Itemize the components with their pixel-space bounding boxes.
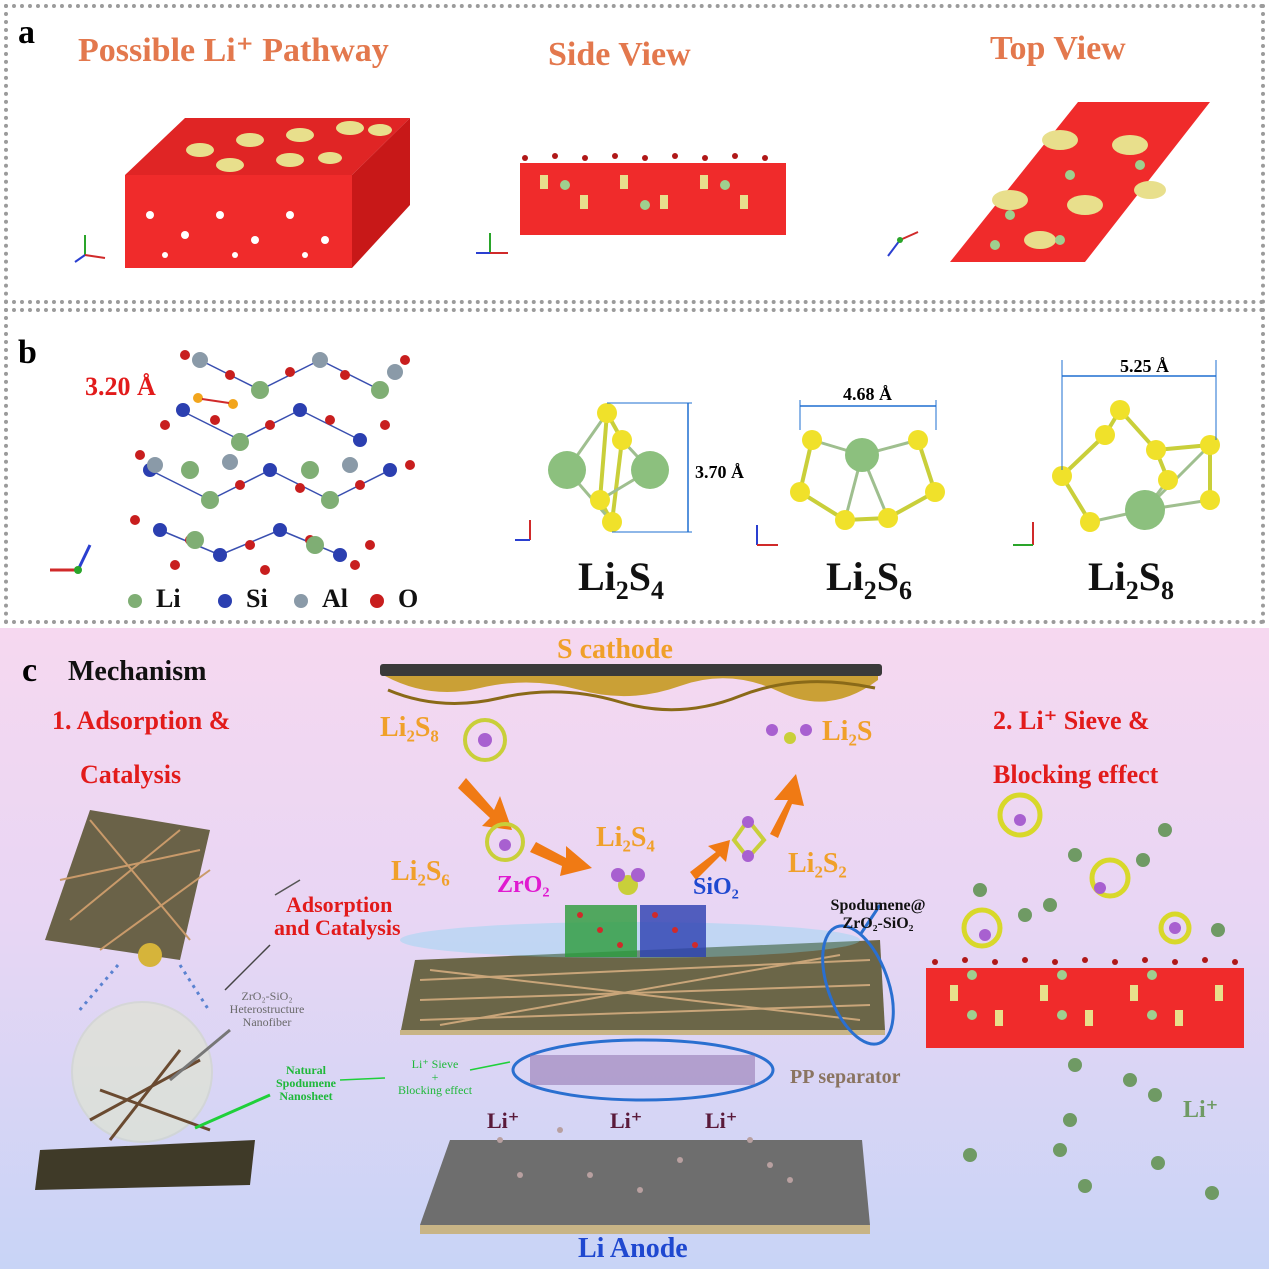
title-top-view: Top View [990, 30, 1126, 67]
adsorption-line1: Adsorption [286, 892, 393, 917]
li2s8-molecule [1052, 360, 1220, 532]
li-ion-label-3: Li⁺ [705, 1108, 738, 1133]
title-pathway: Possible Li⁺ Pathway [78, 32, 389, 69]
adsorption-line2: and Catalysis [274, 915, 401, 940]
sieve-ellipse [511, 1038, 775, 1102]
axis-triad-a2 [476, 233, 508, 254]
axis-triad-a1 [74, 235, 106, 263]
li-anode-plate [420, 1140, 870, 1234]
polysulfide-li2s4 [611, 868, 645, 895]
legend-al: Al [294, 584, 348, 614]
step2-line2: Blocking effect [993, 760, 1159, 789]
panel-c-letter: c [22, 652, 38, 689]
pp-separator-label: PP separator [790, 1066, 901, 1088]
li-ion-label-1: Li⁺ [487, 1108, 520, 1133]
s-cathode-plate [380, 664, 882, 712]
spodumene-arrow [858, 904, 882, 936]
li-ion-label-2: Li⁺ [610, 1108, 643, 1133]
polysulfide-li2s [766, 724, 812, 744]
polysulfide-li2s6 [485, 822, 525, 862]
title-side-view: Side View [548, 36, 691, 73]
step2-line1: 2. Li⁺ Sieve & [993, 706, 1150, 735]
sio2-label: SiO₂ [693, 874, 739, 900]
cathode-label: S cathode [557, 634, 673, 665]
panel-b-letter: b [18, 334, 37, 371]
mechanism-label: Mechanism [68, 656, 207, 687]
li-ions-middle [497, 1127, 793, 1193]
top-view-parallelogram [950, 102, 1210, 262]
species-li2s2: Li₂S₂ [788, 848, 847, 879]
li2s8-dimension: 5.25 Å [1120, 356, 1169, 376]
distance-label: 3.20 Å [85, 372, 156, 401]
li2s6-molecule [790, 400, 945, 530]
panel-a-letter: a [18, 14, 35, 51]
species-li2s: Li₂S [822, 716, 873, 747]
panel-a-structures [74, 102, 1210, 268]
panel-b-frame [4, 308, 1265, 624]
step1-line2: Catalysis [80, 760, 182, 789]
zro2-sio2-crystal [565, 905, 706, 957]
panel-a-frame [4, 4, 1265, 304]
formula-li2s4: Li2S4 [578, 554, 665, 605]
species-li2s4: Li₂S₄ [596, 822, 655, 853]
axis-triads-b [515, 520, 1034, 546]
axis-triad-b1 [50, 544, 92, 574]
spodumene-ellipse [821, 924, 895, 1046]
reaction-arrows [458, 774, 804, 880]
formula-li2s8: Li2S8 [1088, 554, 1175, 605]
side-view-slab [520, 153, 786, 235]
legend-si: Si [218, 584, 268, 614]
nanofiber-illustration [35, 810, 511, 1190]
distance-arrow [193, 393, 238, 409]
polysulfide-li2s2 [731, 816, 767, 862]
right-sieve-slab [926, 957, 1244, 1048]
blocked-polysulfides [961, 792, 1192, 949]
panel-b-structures [50, 350, 1220, 575]
step1-line1: 1. Adsorption & [52, 706, 231, 735]
li2s4-dimension: 3.70 Å [695, 462, 744, 482]
li2s6-dimension: 4.68 Å [843, 384, 892, 404]
spodumene-label: Spodumene@ZrO₂-SiO₂ [830, 897, 926, 932]
sieve-label: Li⁺ Sieve+Blocking effect [397, 1057, 473, 1097]
legend-li: Li [128, 584, 181, 614]
lithium-atoms [181, 381, 389, 554]
aluminium-atoms [147, 352, 403, 473]
pathway-crystal-block [125, 118, 410, 268]
li-ions-right [963, 823, 1225, 1200]
species-li2s6: Li₂S₆ [391, 856, 450, 887]
species-li2s8: Li₂S₈ [380, 712, 439, 743]
li2s4-molecule [548, 402, 692, 533]
anode-label: Li Anode [578, 1233, 688, 1264]
li-ion-label-right: Li⁺ [1183, 1097, 1219, 1123]
legend-o: O [370, 584, 418, 614]
polysulfide-li2s8-top [463, 718, 507, 762]
silicon-atoms [143, 403, 397, 562]
axis-triad-a3 [887, 231, 919, 257]
formula-li2s6: Li2S6 [826, 554, 913, 605]
zro2-label: ZrO₂ [497, 872, 550, 898]
